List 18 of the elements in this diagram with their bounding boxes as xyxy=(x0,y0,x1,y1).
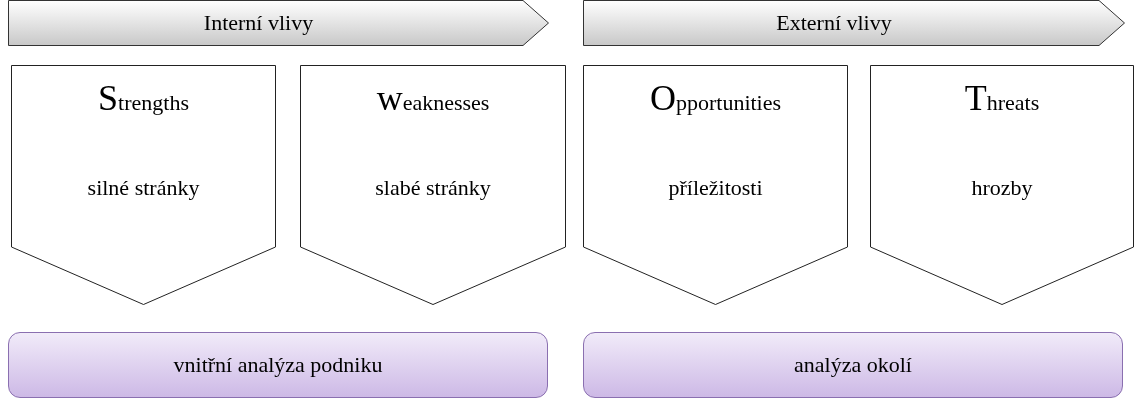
category-heading: Opportunities xyxy=(648,77,783,119)
down-pointing-pentagon xyxy=(870,65,1134,305)
category-heading: Threats xyxy=(963,77,1041,119)
rounded-panel xyxy=(8,332,548,398)
down-pointing-pentagon xyxy=(11,65,276,305)
panel-label: vnitřní analýza podniku xyxy=(173,352,383,378)
category-translation: příležitosti xyxy=(667,175,764,201)
category-heading: Strengths xyxy=(97,77,190,119)
category-translation: hrozby xyxy=(970,175,1034,201)
category-heading: weaknesses xyxy=(375,77,491,119)
down-pointing-pentagon xyxy=(300,65,566,305)
banner-label: Externí vlivy xyxy=(775,10,893,36)
banner-label: Interní vlivy xyxy=(202,10,315,36)
panel-label: analýza okolí xyxy=(794,352,912,378)
rounded-panel xyxy=(583,332,1123,398)
category-translation: silné stránky xyxy=(86,175,201,201)
category-translation: slabé stránky xyxy=(374,175,492,201)
down-pointing-pentagon xyxy=(583,65,848,305)
